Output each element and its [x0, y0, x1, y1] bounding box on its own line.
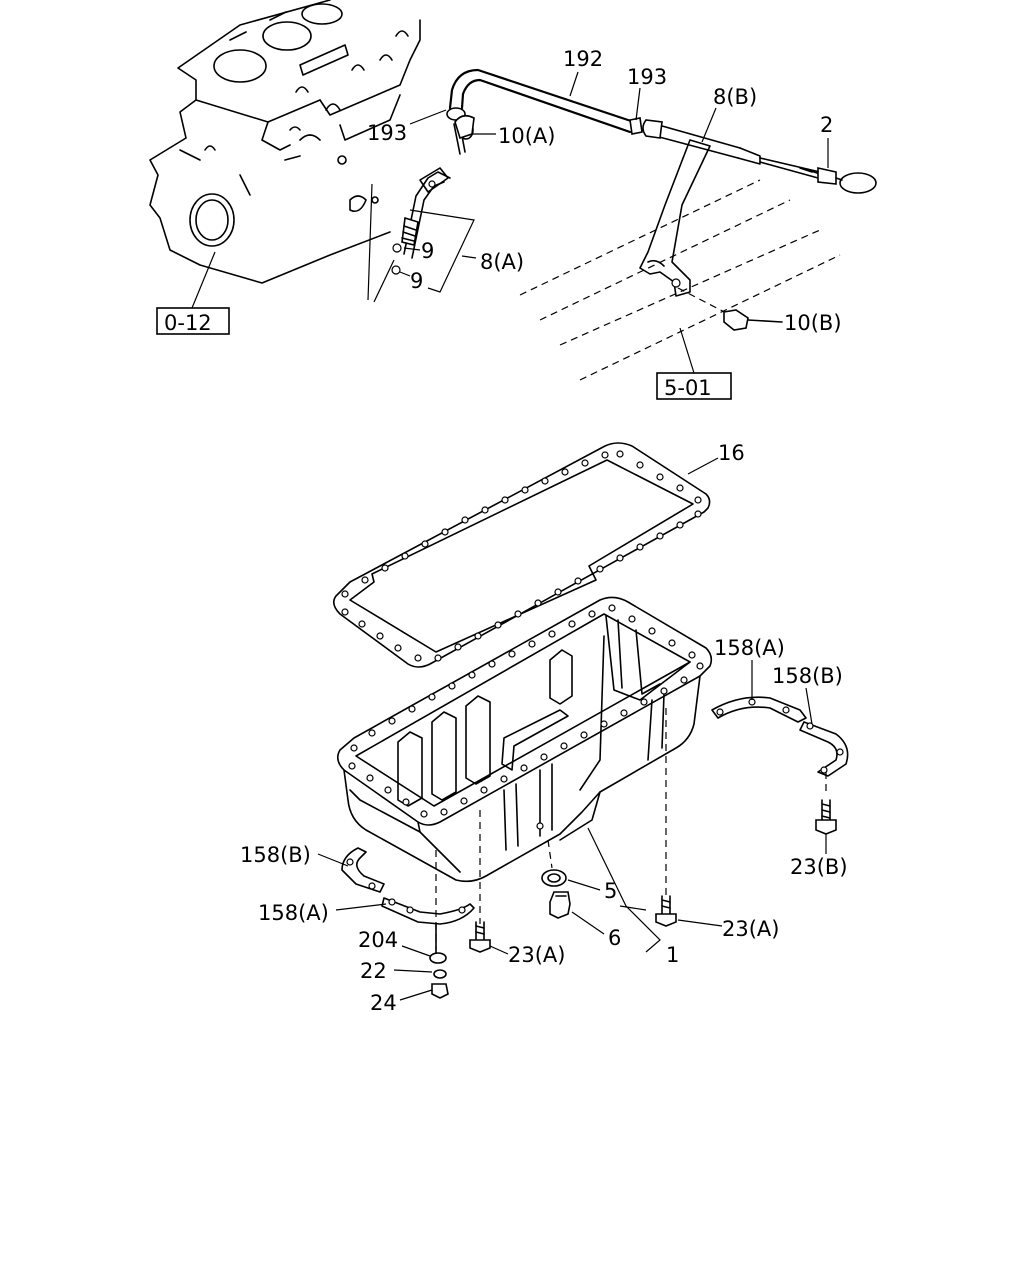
bolt-23a-left: [469, 810, 491, 953]
label-9a: 9: [421, 239, 434, 263]
label-1-bracket: [619, 905, 647, 911]
label-158b-right-leader: [805, 687, 813, 725]
label-2: 2: [820, 113, 833, 137]
label-158a-left: 158(A): [258, 901, 329, 925]
label-24-leader: [399, 989, 433, 1001]
label-23a-right: 23(A): [722, 917, 779, 941]
stiffener-plates-right: [711, 696, 849, 777]
label-192: 192: [563, 47, 603, 71]
label-193-top: 193: [627, 65, 667, 89]
drain-plug: [541, 839, 571, 919]
stiffener-plates-left: [341, 847, 475, 925]
lower-guide-tube: [391, 114, 475, 275]
ref-block-leader: [191, 251, 216, 309]
label-158b-right: 158(B): [772, 664, 843, 688]
label-16: 16: [718, 441, 745, 465]
stud-washer-nut: [429, 850, 449, 999]
label-193-left: 193: [367, 121, 407, 145]
label-6-leader: [571, 911, 605, 935]
frame-section: [519, 179, 841, 381]
label-23a-left-leader: [489, 945, 509, 955]
label-158b-left-leader: [317, 853, 349, 867]
oil-pan: [336, 596, 713, 883]
ref-block-label: 0-12: [164, 311, 212, 335]
engine-block-drawing: [149, 0, 421, 284]
label-5-leader: [567, 879, 601, 891]
ref-frame-leader: [679, 327, 695, 374]
bolt-10b: [723, 309, 749, 331]
label-10a: 10(A): [498, 124, 555, 148]
oil-pan-gasket: [332, 442, 711, 668]
label-23b: 23(B): [790, 855, 848, 879]
label-204-leader: [401, 945, 431, 957]
ref-frame-box: [656, 372, 732, 400]
label-8b: 8(B): [713, 85, 757, 109]
top-leaders: [367, 71, 829, 303]
label-204: 204: [358, 928, 398, 952]
label-23a-right-leader: [677, 919, 723, 927]
label-24: 24: [370, 991, 397, 1015]
bolt-23a-right: [655, 708, 677, 927]
label-9b: 9: [410, 269, 423, 293]
label-10b: 10(B): [784, 311, 842, 335]
label-158a-left-leader: [335, 903, 387, 911]
label-22: 22: [360, 959, 387, 983]
label-8a: 8(A): [480, 250, 524, 274]
ref-block-box: [156, 307, 230, 335]
label-22-leader: [393, 969, 433, 973]
bolt-10b-leader: [747, 319, 783, 323]
label-6: 6: [608, 926, 621, 950]
label-23a-left: 23(A): [508, 943, 565, 967]
ref-frame-label: 5-01: [664, 376, 712, 400]
label-158a-right: 158(A): [714, 636, 785, 660]
label-5: 5: [604, 879, 617, 903]
label-1: 1: [666, 943, 679, 967]
label-16-leader: [687, 457, 719, 475]
label-158b-left: 158(B): [240, 843, 311, 867]
bolt-23b: [815, 772, 837, 854]
label-1-leader: [587, 827, 661, 953]
